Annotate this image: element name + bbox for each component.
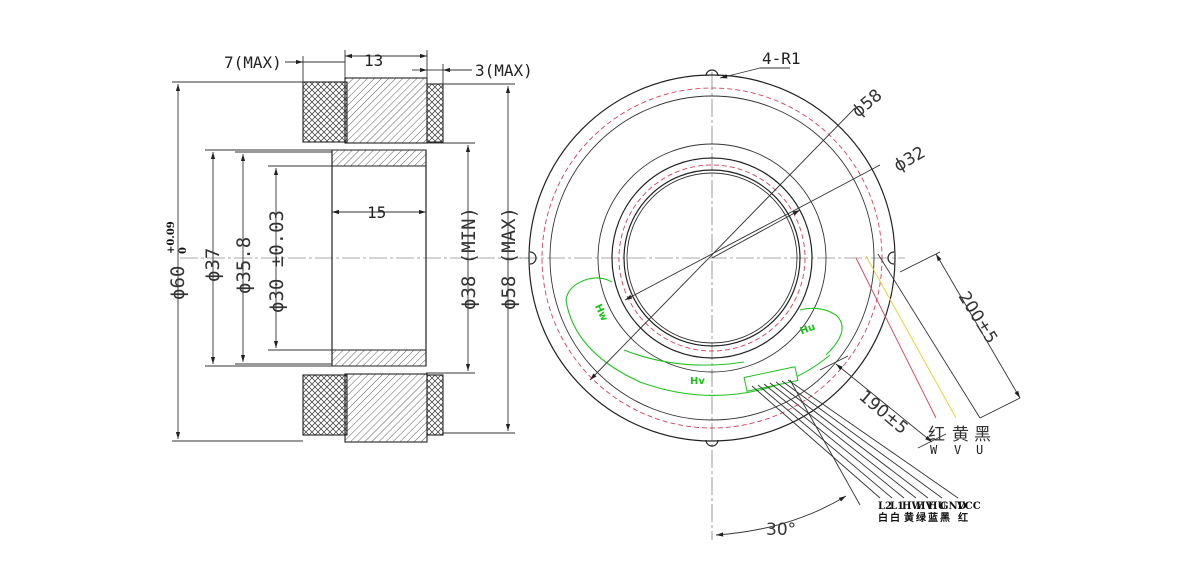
- leader-dia-58: [589, 107, 856, 381]
- top-center-block: [344, 77, 428, 144]
- signal-color-0: 白: [878, 511, 888, 524]
- dia-38-min: ϕ38 (MIN): [458, 207, 480, 310]
- top-right-block: [426, 83, 444, 143]
- notch-top: [705, 69, 719, 77]
- signal-name-3: HV: [916, 501, 933, 512]
- dim-7-max: 7(MAX): [224, 53, 282, 72]
- phase-color-2: 黑: [974, 425, 991, 445]
- phase-name-1: V: [954, 443, 961, 457]
- lead-black: [877, 253, 981, 419]
- hall-hv: Hv: [690, 376, 705, 387]
- label-dia-58: ϕ58: [848, 85, 886, 121]
- phase-color-1: 黄: [952, 425, 969, 445]
- hall-track-right: [799, 307, 843, 356]
- signal-name-5: GND: [940, 501, 967, 512]
- signal-labels: L2 L1 HW HV HU GND VCC 白 白 黄 绿 蓝 黑 红: [878, 501, 981, 524]
- phase-name-2: U: [976, 443, 983, 457]
- dia-30: ϕ30 ±0.03: [266, 210, 288, 313]
- dim-15: 15: [367, 203, 386, 222]
- label-4-r1: 4-R1: [762, 49, 801, 68]
- label-200: 200±5: [954, 288, 1001, 347]
- signal-name-4: HU: [928, 501, 946, 512]
- signal-color-4: 蓝: [928, 511, 938, 524]
- signal-name-0: L2: [878, 501, 892, 512]
- angle-arc: [715, 495, 847, 537]
- signal-connector-pad: [743, 366, 799, 392]
- bore-circle: [623, 169, 801, 347]
- hall-hw: Hw: [592, 302, 609, 323]
- dia-60: ϕ60: [167, 266, 189, 300]
- signal-color-6: 红: [958, 511, 968, 524]
- dim-line-190: [835, 363, 933, 443]
- front-view: Hw Hv Hu ϕ58 ϕ32 4-R1 200±5 红 黄 黑: [520, 49, 1021, 540]
- top-sleeve: [331, 149, 427, 167]
- signal-color-2: 黄: [904, 511, 914, 524]
- signal-name-2: HW: [902, 501, 923, 512]
- middle-circle: [597, 143, 827, 373]
- stator-outer: [611, 157, 813, 359]
- phase-name-0: W: [930, 443, 938, 457]
- signal-name-1: L1: [890, 501, 904, 512]
- bottom-right-block: [426, 374, 444, 436]
- tolerance-upper: +0.09: [166, 221, 177, 254]
- leader-dia-32: [624, 164, 881, 301]
- notch-left: [529, 251, 537, 265]
- signal-color-1: 白: [890, 511, 900, 524]
- label-190: 190±5: [855, 387, 912, 439]
- signal-color-3: 绿: [916, 511, 927, 524]
- label-dia-32: ϕ32: [891, 143, 929, 177]
- dia-35-8: ϕ35.8: [233, 237, 255, 294]
- dia-58-max: ϕ58 (MAX): [498, 207, 520, 310]
- tolerance-lower: 0: [178, 247, 189, 254]
- notch-bottom: [705, 439, 719, 447]
- label-30-deg: 30°: [766, 520, 796, 540]
- signal-name-6: VCC: [956, 501, 981, 512]
- lead-yellow: [865, 255, 957, 419]
- bottom-left-block: [302, 374, 348, 436]
- dim-13: 13: [364, 51, 383, 70]
- top-left-block: [302, 81, 348, 143]
- bottom-sleeve: [331, 349, 427, 367]
- dia-37: ϕ37: [202, 248, 224, 282]
- outer-dashed-circle: [541, 87, 883, 429]
- phase-color-0: 红: [928, 425, 945, 445]
- dim-3-max: 3(MAX): [475, 61, 533, 80]
- notch-right: [887, 251, 895, 265]
- signal-color-5: 黑: [940, 512, 950, 524]
- outer-circle: [528, 74, 896, 442]
- bottom-center-block: [344, 373, 428, 443]
- side-view: 7(MAX) 13 3(MAX) 15 ϕ60 +0.09 0 ϕ37 ϕ35.…: [166, 50, 533, 443]
- dim-line-200: [935, 253, 1021, 399]
- hall-hu: Hu: [799, 322, 817, 338]
